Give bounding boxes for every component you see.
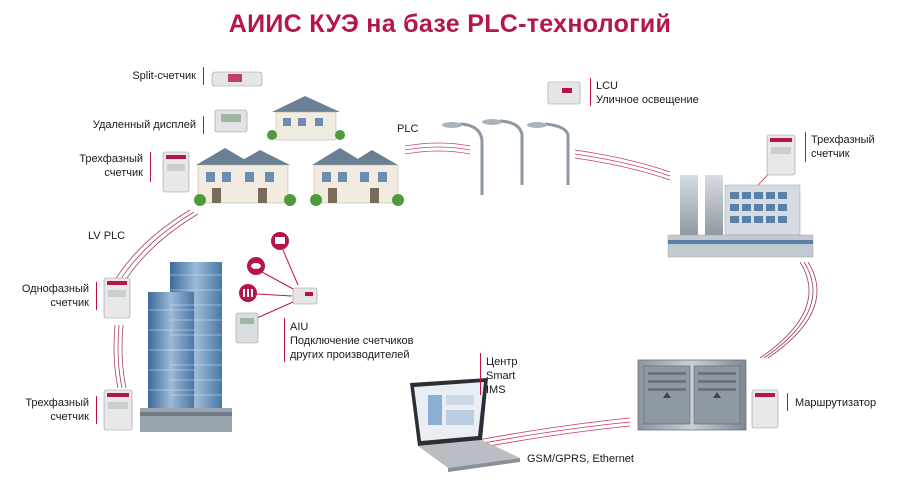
single-phase-meter-icon: [103, 277, 131, 319]
separator-three-top: [150, 152, 151, 182]
separator-three-bottom: [96, 396, 97, 424]
label-three-phase-bottom: Трехфазный счетчик: [25, 397, 89, 423]
lv-plc-lines: [113, 209, 199, 389]
heat-source-icon: [239, 284, 257, 302]
separator-center: [480, 353, 481, 395]
house-right-icon: [310, 148, 404, 206]
label-lv-plc: LV PLC: [88, 230, 126, 242]
separator-single: [96, 282, 97, 310]
page-title: АИИС КУЭ на базе PLC-технологий: [228, 10, 672, 38]
electricity-source-icon: [271, 232, 289, 250]
label-three-phase-right: Трехфазный счетчик: [811, 134, 875, 160]
server-cabinet-icon: [637, 359, 747, 431]
street-lights-icon: [459, 119, 570, 195]
label-lcu: LCU Уличное освещение: [596, 80, 699, 106]
laptop-icon: [410, 378, 520, 472]
three-phase-meter-top-icon: [162, 151, 190, 193]
skyscraper-icon: [140, 262, 232, 432]
separator-aiu: [284, 318, 285, 362]
house-small-icon: [267, 96, 345, 141]
aiu-arrows: [256, 249, 299, 319]
factory-icon: [667, 175, 814, 258]
label-split-meter: Split-счетчик: [132, 70, 196, 82]
remote-display-icon: [214, 109, 248, 133]
gsm-link-lines: [477, 417, 631, 449]
separator-router: [787, 393, 788, 411]
three-phase-meter-right-icon: [766, 134, 796, 176]
label-remote-display: Удаленный дисплей: [92, 119, 196, 131]
gas-source-icon: [247, 257, 265, 275]
label-single-phase: Однофазный счетчик: [21, 283, 89, 309]
label-plc: PLC: [397, 123, 419, 135]
aiu-device-icon: [292, 287, 318, 305]
lcu-icon: [547, 81, 581, 105]
label-three-phase-top: Трехфазный счетчик: [79, 153, 143, 179]
router-link-lines: [759, 261, 818, 359]
three-phase-meter-bottom-icon: [103, 389, 133, 431]
router-icon: [751, 389, 779, 429]
separator-split: [203, 67, 204, 85]
third-party-meter-icon: [235, 312, 259, 344]
label-aiu: AIU Подключение счетчиков других произво…: [290, 321, 414, 361]
separator-lcu: [590, 78, 591, 106]
label-gsm: GSM/GPRS, Ethernet: [527, 453, 634, 465]
label-router: Маршрутизатор: [795, 397, 877, 409]
house-left-icon: [194, 148, 296, 206]
separator-three-right: [805, 132, 806, 162]
split-meter-icon: [211, 71, 263, 87]
separator-display: [203, 116, 204, 134]
label-center: Центр Smart IMS: [486, 356, 518, 396]
